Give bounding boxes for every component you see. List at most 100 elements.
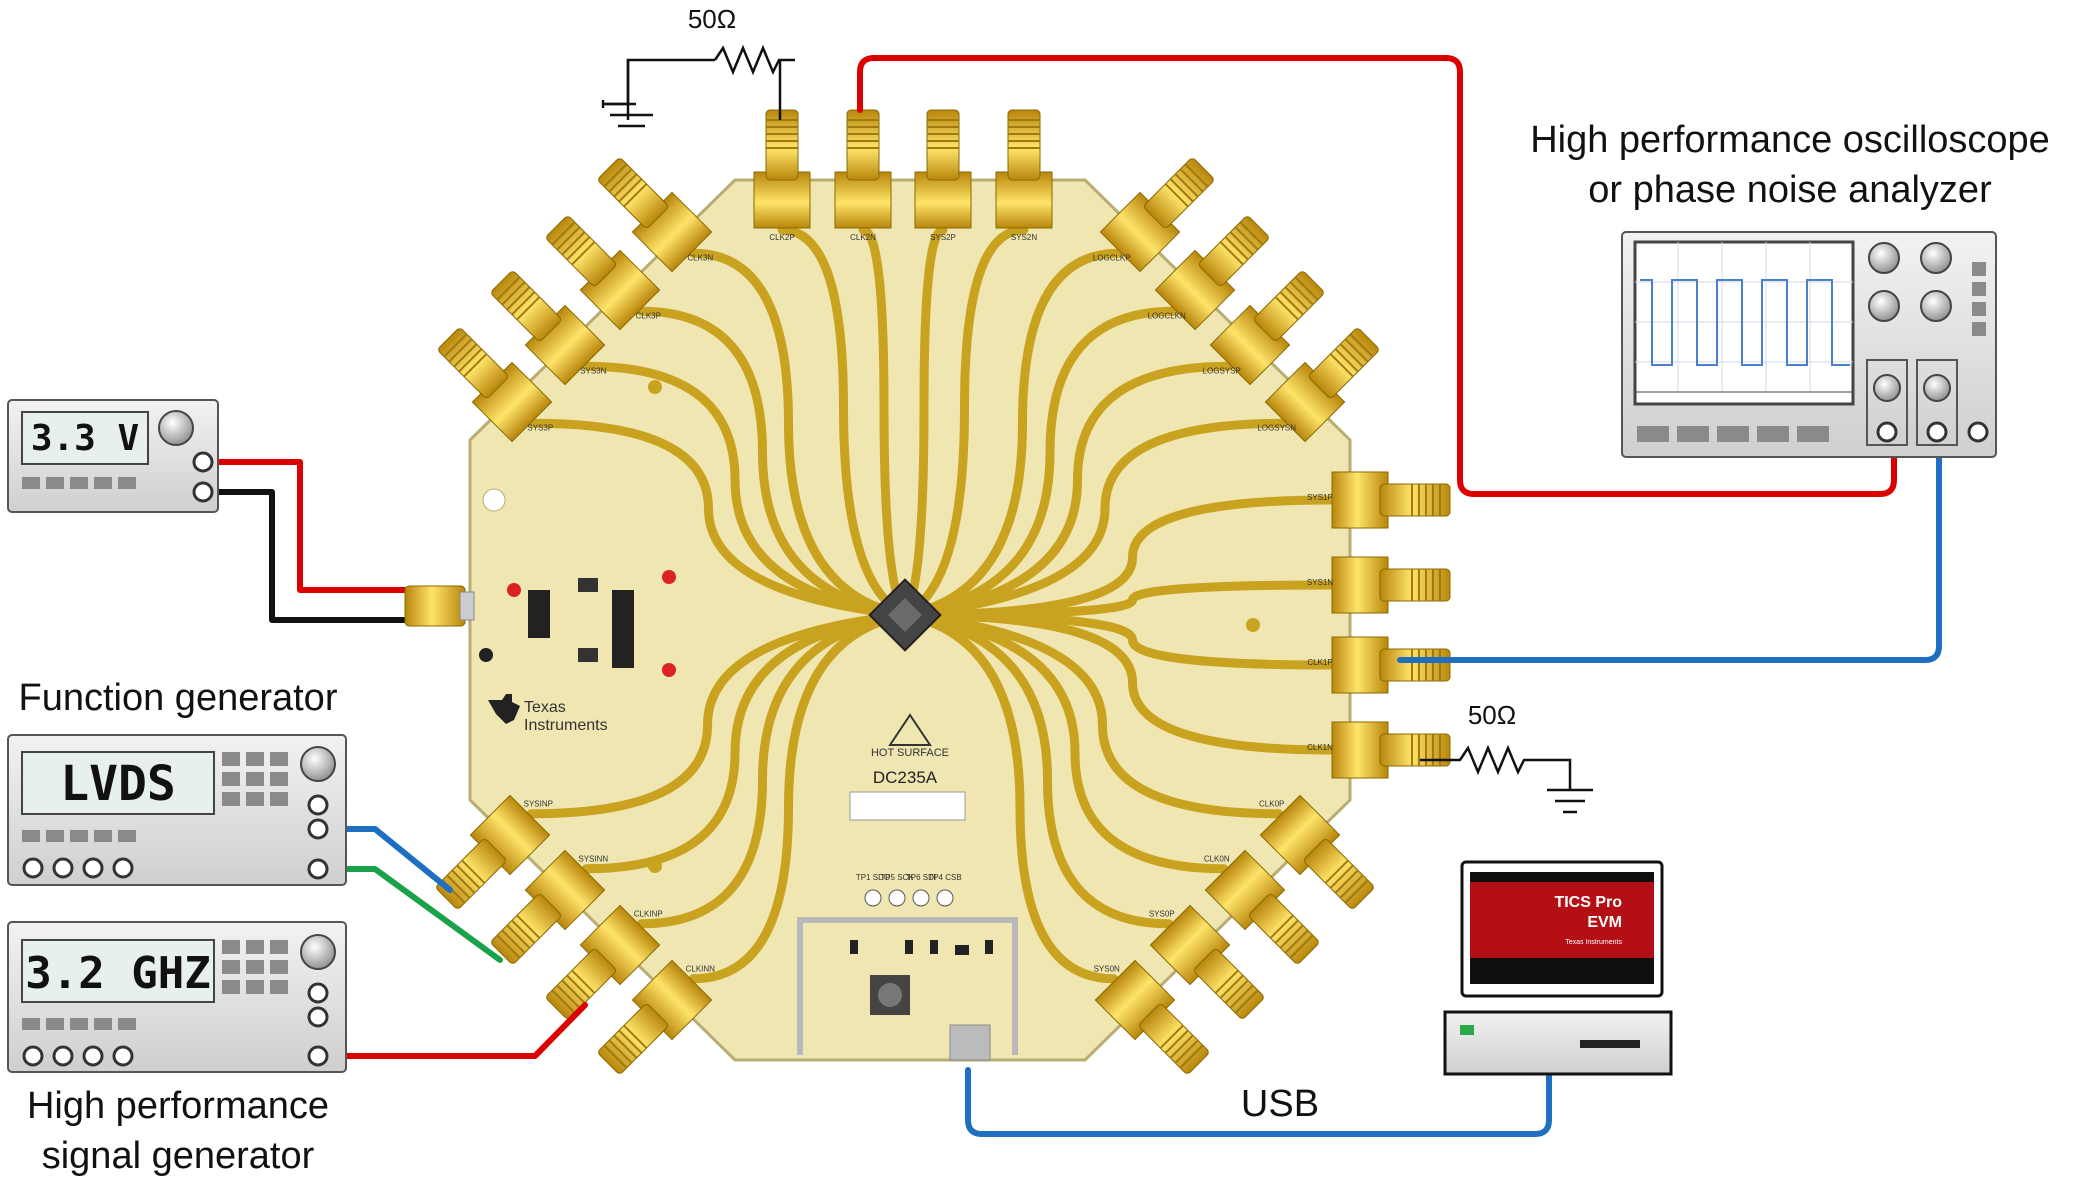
connector-label: CLKINN [686,965,716,974]
trace [636,306,910,620]
connector-label: SYS2N [1011,233,1037,242]
usb-section [797,917,1018,1061]
sma-connector-clkinp [546,904,661,1019]
signal-generator: 3.2 GHZ [7,921,347,1073]
sma-connector-sysinn [491,849,606,964]
ticspro-subtitle: EVM [1587,914,1622,931]
power-supply-display [21,411,149,465]
sma-connector-clk0n [1204,849,1319,964]
usb-port [949,1024,991,1061]
connector-label: SYSINN [578,855,608,864]
tp-csb: TP4 CSB [928,873,961,882]
connector-label: CLK3P [636,311,661,320]
connector-label: SYSINP [524,800,553,809]
negative-terminal [192,481,214,503]
power-supply-readout: 3.3 V [31,418,139,459]
ti-brand-line2: Instruments [524,717,608,734]
connector-label: SYS1P [1307,493,1333,502]
signal-generator-label-line1: High performance [26,1085,330,1127]
sma-connector-sysinp [436,794,551,909]
sma-connector-sys0p [1149,904,1264,1019]
connector-label: SYS1N [1307,578,1333,587]
connector-label: CLK1N [1307,743,1333,752]
connector-label: LOGSYSN [1257,423,1296,432]
trace [528,418,910,620]
usb-label: USB [1240,1083,1320,1125]
connector-label: SYS0P [1149,910,1175,919]
oscilloscope [1621,231,1997,458]
trace [900,610,1284,819]
trace [777,225,910,620]
trace [900,610,1335,755]
cable-scope-blue [1397,437,1942,663]
voltage-knob [158,410,194,446]
sma-connector-logclkn [1154,216,1269,331]
tp-sdo: TP1 SDO [856,873,890,882]
cables [197,55,1942,1137]
sma-connector-clk3p [546,216,661,331]
connector-label: LOGCLKP [1093,253,1131,262]
trace [900,610,1229,874]
connector-label: LOGSYSP [1203,366,1241,375]
trace [636,610,910,929]
hot-surface-label: HOT SURFACE [871,747,949,759]
connector-label: CLKINP [634,910,663,919]
sma-connector-clk0p [1259,794,1374,909]
termination-top [601,44,795,128]
sma-connector-sys3n [491,271,606,386]
computer: TICS Pro EVM Texas Instruments [1443,860,1673,1076]
scope-waveform [1640,279,1850,366]
connector-label: CLK2P [769,233,794,242]
ticspro-brand: Texas Instruments [1565,939,1622,946]
trace [526,610,910,819]
function-generator-readout: LVDS [60,756,176,812]
power-supply: 3.3 V [7,399,219,513]
test-points: TP1 SDO TP5 SCK TP6 SDI TP4 CSB [856,873,962,907]
function-generator-display [21,751,215,815]
termination-right [1420,744,1593,814]
tp-sck: TP5 SCK [880,873,914,882]
sma-connector-sys1p [1331,471,1451,529]
ti-logo: Texas Instruments [488,694,608,734]
function-generator-label: Function generator [18,677,338,719]
sma-connector-sys1n [1331,556,1451,614]
sma-connector-clkinn [598,959,713,1074]
trace [688,248,910,620]
signal-generator-display [21,939,215,1003]
board-name: DC235A [873,768,938,787]
cable-scope-red [857,55,1897,497]
oscilloscope-label-line1: High performance oscilloscope [1530,119,2050,161]
oscilloscope-label-line2: or phase noise analyzer [1588,169,1992,211]
connector-label: CLK1P [1307,658,1332,667]
trace [581,610,910,874]
connector-label: CLK3N [687,253,713,262]
trace [858,225,910,620]
hot-surface-warning: HOT SURFACE [871,713,949,759]
resistor-right-label: 50Ω [1467,700,1517,730]
sma-connector-clk3n [598,158,713,273]
trace [900,418,1289,620]
signal-generator-readout: 3.2 GHZ [25,948,210,999]
signal-generator-label-line2: signal generator [41,1135,315,1177]
tp-sdi: TP6 SDI [906,873,936,882]
board-label-area [849,791,966,821]
scope-screen [1633,240,1855,406]
clock-ic [868,578,942,652]
trace [900,610,1174,929]
trace [900,248,1124,620]
trace [581,361,910,620]
resistor-top-label: 50Ω [687,4,737,34]
sma-connector-clk2p [753,109,811,229]
cable-sg-red [315,1002,588,1059]
cable-power-black [197,489,413,623]
trace [900,361,1234,620]
connector-label: SYS2P [930,233,956,242]
function-generator: LVDS [7,734,347,886]
trace [900,306,1179,620]
power-jack [404,585,475,627]
connector-label: CLK0N [1204,855,1230,864]
sma-connector-sys3p [438,328,553,443]
connector-label: SYS3N [580,366,606,375]
